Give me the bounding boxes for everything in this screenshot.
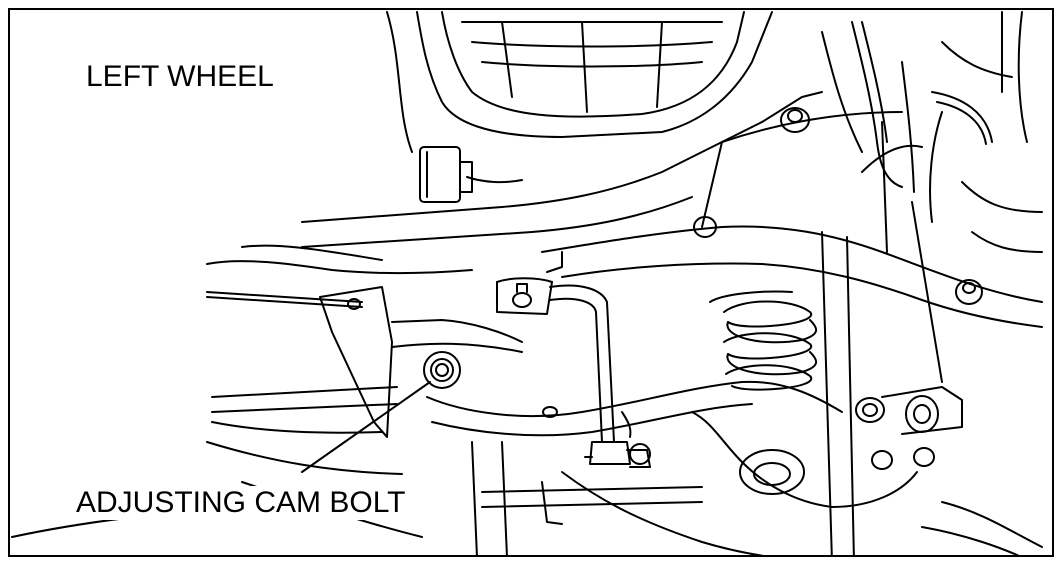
brake-lines	[821, 21, 993, 188]
coil-spring	[709, 290, 818, 391]
upper-bushing-mount	[419, 146, 523, 203]
crossmember	[301, 91, 1043, 328]
right-side-structure	[821, 11, 1043, 555]
lower-arm-bushing	[855, 386, 963, 470]
diagram-frame: LEFT WHEEL ADJUSTING CAM BOLT	[8, 8, 1054, 557]
upper-body-housing	[386, 11, 773, 153]
cam-bolt-bracket	[319, 286, 523, 438]
crossmember-bolts	[693, 107, 983, 305]
view-label: LEFT WHEEL	[82, 60, 278, 94]
lower-structure	[241, 441, 1043, 555]
callout-leader-line	[301, 381, 431, 473]
stabilizer-link	[549, 284, 651, 468]
cam-bolt-callout-label: ADJUSTING CAM BOLT	[72, 486, 410, 520]
stabilizer-bracket	[496, 251, 563, 315]
adjusting-cam-bolt	[423, 351, 461, 389]
